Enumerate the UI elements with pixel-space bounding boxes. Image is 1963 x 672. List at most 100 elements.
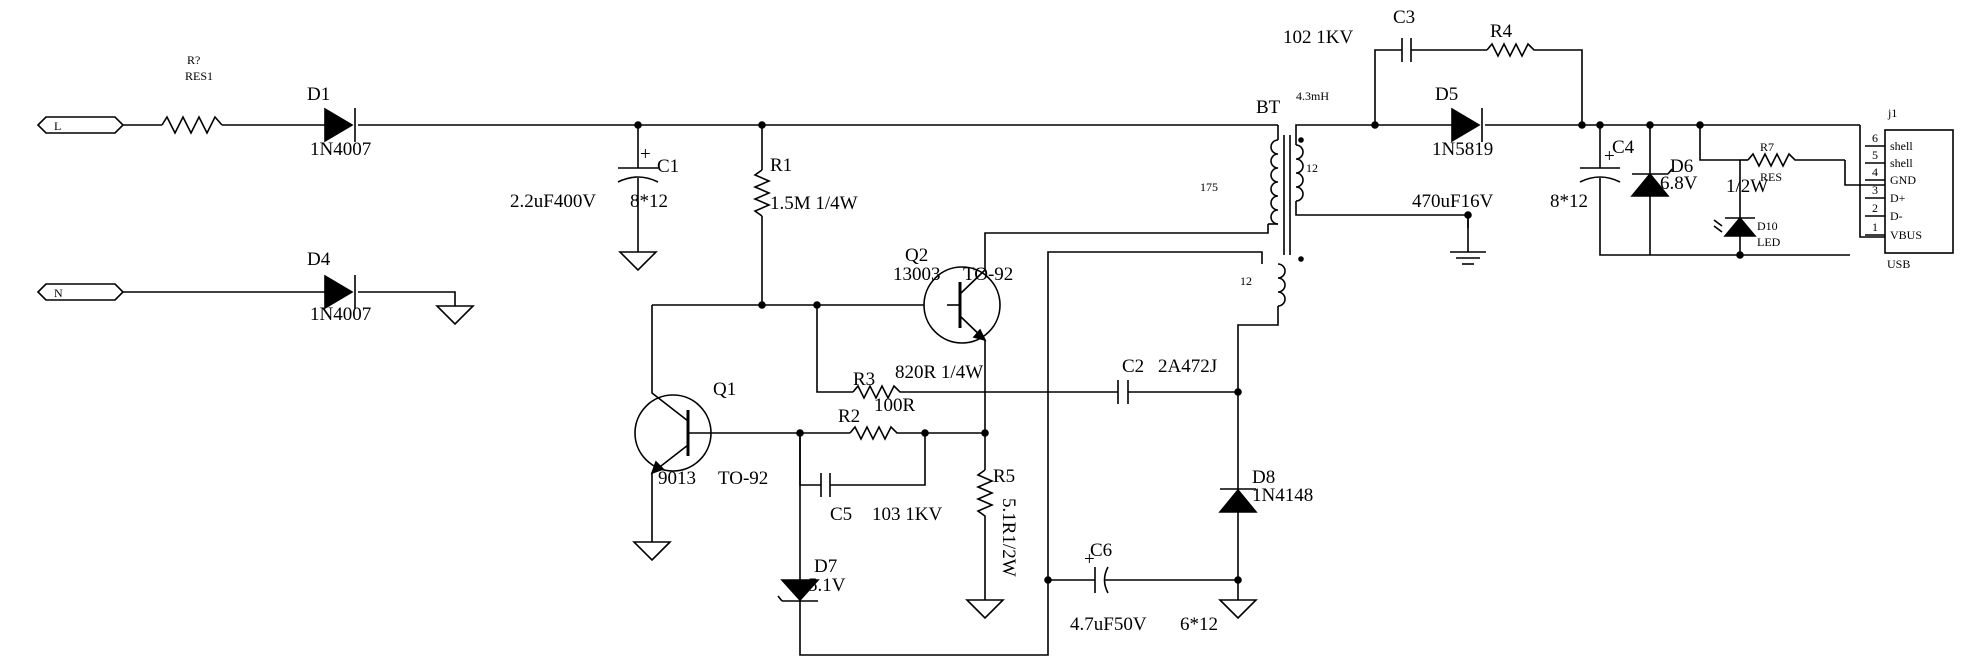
bt-inductance: 4.3mH: [1296, 89, 1329, 103]
d10-value: LED: [1757, 235, 1781, 249]
j1-pin-1-name: VBUS: [1890, 228, 1922, 242]
r5-ref: R5: [993, 466, 1015, 487]
c6-size: 6*12: [1180, 614, 1218, 635]
bt-primary: 175: [1200, 180, 1218, 194]
c4-plus: +: [1604, 146, 1615, 167]
d8-value: 1N4148: [1252, 485, 1313, 506]
d8-ref: D8: [1252, 467, 1275, 488]
resistor-r4: R4: [1486, 21, 1583, 125]
transformer-bt: BT 4.3mH 175 12 12: [1200, 89, 1469, 392]
d1-value: 1N4007: [310, 139, 371, 160]
c1-plus: +: [640, 144, 651, 165]
c3-value: 102 1KV: [1283, 27, 1353, 48]
c2-value: 2A472J: [1158, 356, 1217, 377]
terminal-l-label: L: [54, 119, 61, 133]
zener-d7: D7 5.1V: [777, 251, 1263, 656]
q1-part: 9013: [658, 468, 696, 489]
ground-d8: [1218, 599, 1258, 620]
j1-pin-2-num: 2: [1872, 201, 1878, 215]
c3-ref: C3: [1393, 7, 1415, 28]
bt-secondary: 12: [1306, 161, 1318, 175]
j1-pin-3-name: D+: [1890, 191, 1906, 205]
r2-value: 100R: [874, 395, 916, 416]
c4-size: 8*12: [1550, 191, 1588, 212]
resistor-r-in: R? RES1: [161, 53, 223, 135]
input-terminal-n: N: [36, 283, 125, 301]
c4-value: 470uF16V: [1412, 191, 1494, 212]
d5-value: 1N5819: [1432, 139, 1493, 160]
wire-q2-collector: [984, 224, 1269, 270]
c4-ref: C4: [1612, 137, 1635, 158]
d4-ref: D4: [307, 249, 331, 270]
d10-ref: D10: [1757, 219, 1778, 233]
c6-plus: +: [1084, 549, 1095, 570]
capacitor-c1: + C1 2.2uF400V 8*12: [510, 121, 679, 252]
d6-ref: D6: [1670, 156, 1693, 177]
wire-neutral: [123, 291, 456, 306]
j1-ref: j1: [1887, 106, 1897, 120]
d7-value: 5.1V: [808, 575, 846, 596]
r2-ref: R2: [838, 406, 860, 427]
d7-ref: D7: [814, 556, 837, 577]
j1-pin-6-name: shell: [1890, 139, 1913, 153]
j1-pin-5-num: 5: [1872, 148, 1878, 162]
r3-ref: R3: [853, 369, 875, 390]
ground-n: [435, 305, 475, 326]
capacitor-c3: 102 1KV C3: [1283, 7, 1487, 125]
q2-pkg: TO-92: [963, 264, 1013, 285]
c5-value: 103 1KV: [872, 504, 942, 525]
c1-size: 8*12: [630, 191, 668, 212]
r7-ref: R7: [1760, 140, 1774, 154]
resistor-r5: R5 5.1R1/2W: [975, 466, 1019, 600]
wire-q1-base: [710, 429, 850, 588]
capacitor-c2: C2 2A472J: [1117, 356, 1242, 404]
r3-value: 820R 1/4W: [895, 362, 983, 383]
c5-ref: C5: [830, 504, 852, 525]
input-terminal-l: L: [36, 116, 125, 134]
resistor-r2: R2 100R: [838, 395, 989, 441]
r7-value: RES: [1760, 170, 1782, 184]
r4-ref: R4: [1490, 21, 1513, 42]
j1-pin-5-name: shell: [1890, 156, 1913, 170]
c6-value: 4.7uF50V: [1070, 614, 1147, 635]
diode-d4: D4 1N4007: [307, 249, 371, 325]
transistor-q1: Q1 9013 TO-92: [634, 375, 768, 542]
j1-pin-1-num: 1: [1872, 220, 1878, 234]
d4-value: 1N4007: [310, 304, 371, 325]
bt-feedback: 12: [1240, 274, 1252, 288]
c1-value: 2.2uF400V: [510, 191, 596, 212]
j1-pin-4-num: 4: [1872, 165, 1878, 179]
c2-ref: C2: [1122, 356, 1144, 377]
r-in-ref: R?: [187, 53, 200, 67]
capacitor-c6: + C6 4.7uF50V 6*12: [1044, 540, 1238, 635]
resistor-r7: R7 RES: [1699, 125, 1845, 184]
bt-ref: BT: [1256, 97, 1281, 118]
q2-part: 13003: [893, 264, 941, 285]
resistor-r3: R3 820R 1/4W: [852, 362, 1118, 400]
j1-pin-4-name: GND: [1890, 173, 1916, 187]
ground-c1: [618, 251, 658, 272]
ground-r5: [965, 599, 1005, 620]
zener-d6: D6 6.8V 1/2W: [1630, 125, 1768, 255]
diode-d5: D5 1N5819: [1432, 84, 1493, 160]
j1-pin-6-num: 6: [1872, 131, 1878, 145]
capacitor-c4: + C4 470uF16V 8*12: [1412, 125, 1850, 256]
j1-pin-2-name: D-: [1890, 209, 1903, 223]
d6-value: 6.8V: [1660, 173, 1698, 194]
r1-ref: R1: [770, 155, 792, 176]
wire-base-node: [651, 301, 960, 393]
d5-ref: D5: [1435, 84, 1458, 105]
wire-output-rail: [1371, 121, 1885, 238]
diode-d8: D8 1N4148: [1218, 392, 1313, 600]
q1-pkg: TO-92: [718, 468, 768, 489]
ground-q1: [632, 541, 672, 562]
c6-ref: C6: [1090, 540, 1112, 561]
c1-ref: C1: [657, 156, 679, 177]
d6-power: 1/2W: [1726, 176, 1768, 197]
q2-ref: Q2: [905, 245, 928, 266]
r5-value: 5.1R1/2W: [998, 498, 1019, 577]
q1-ref: Q1: [713, 379, 736, 400]
resistor-r1: R1 1.5M 1/4W: [752, 121, 858, 309]
r1-value: 1.5M 1/4W: [770, 193, 858, 214]
